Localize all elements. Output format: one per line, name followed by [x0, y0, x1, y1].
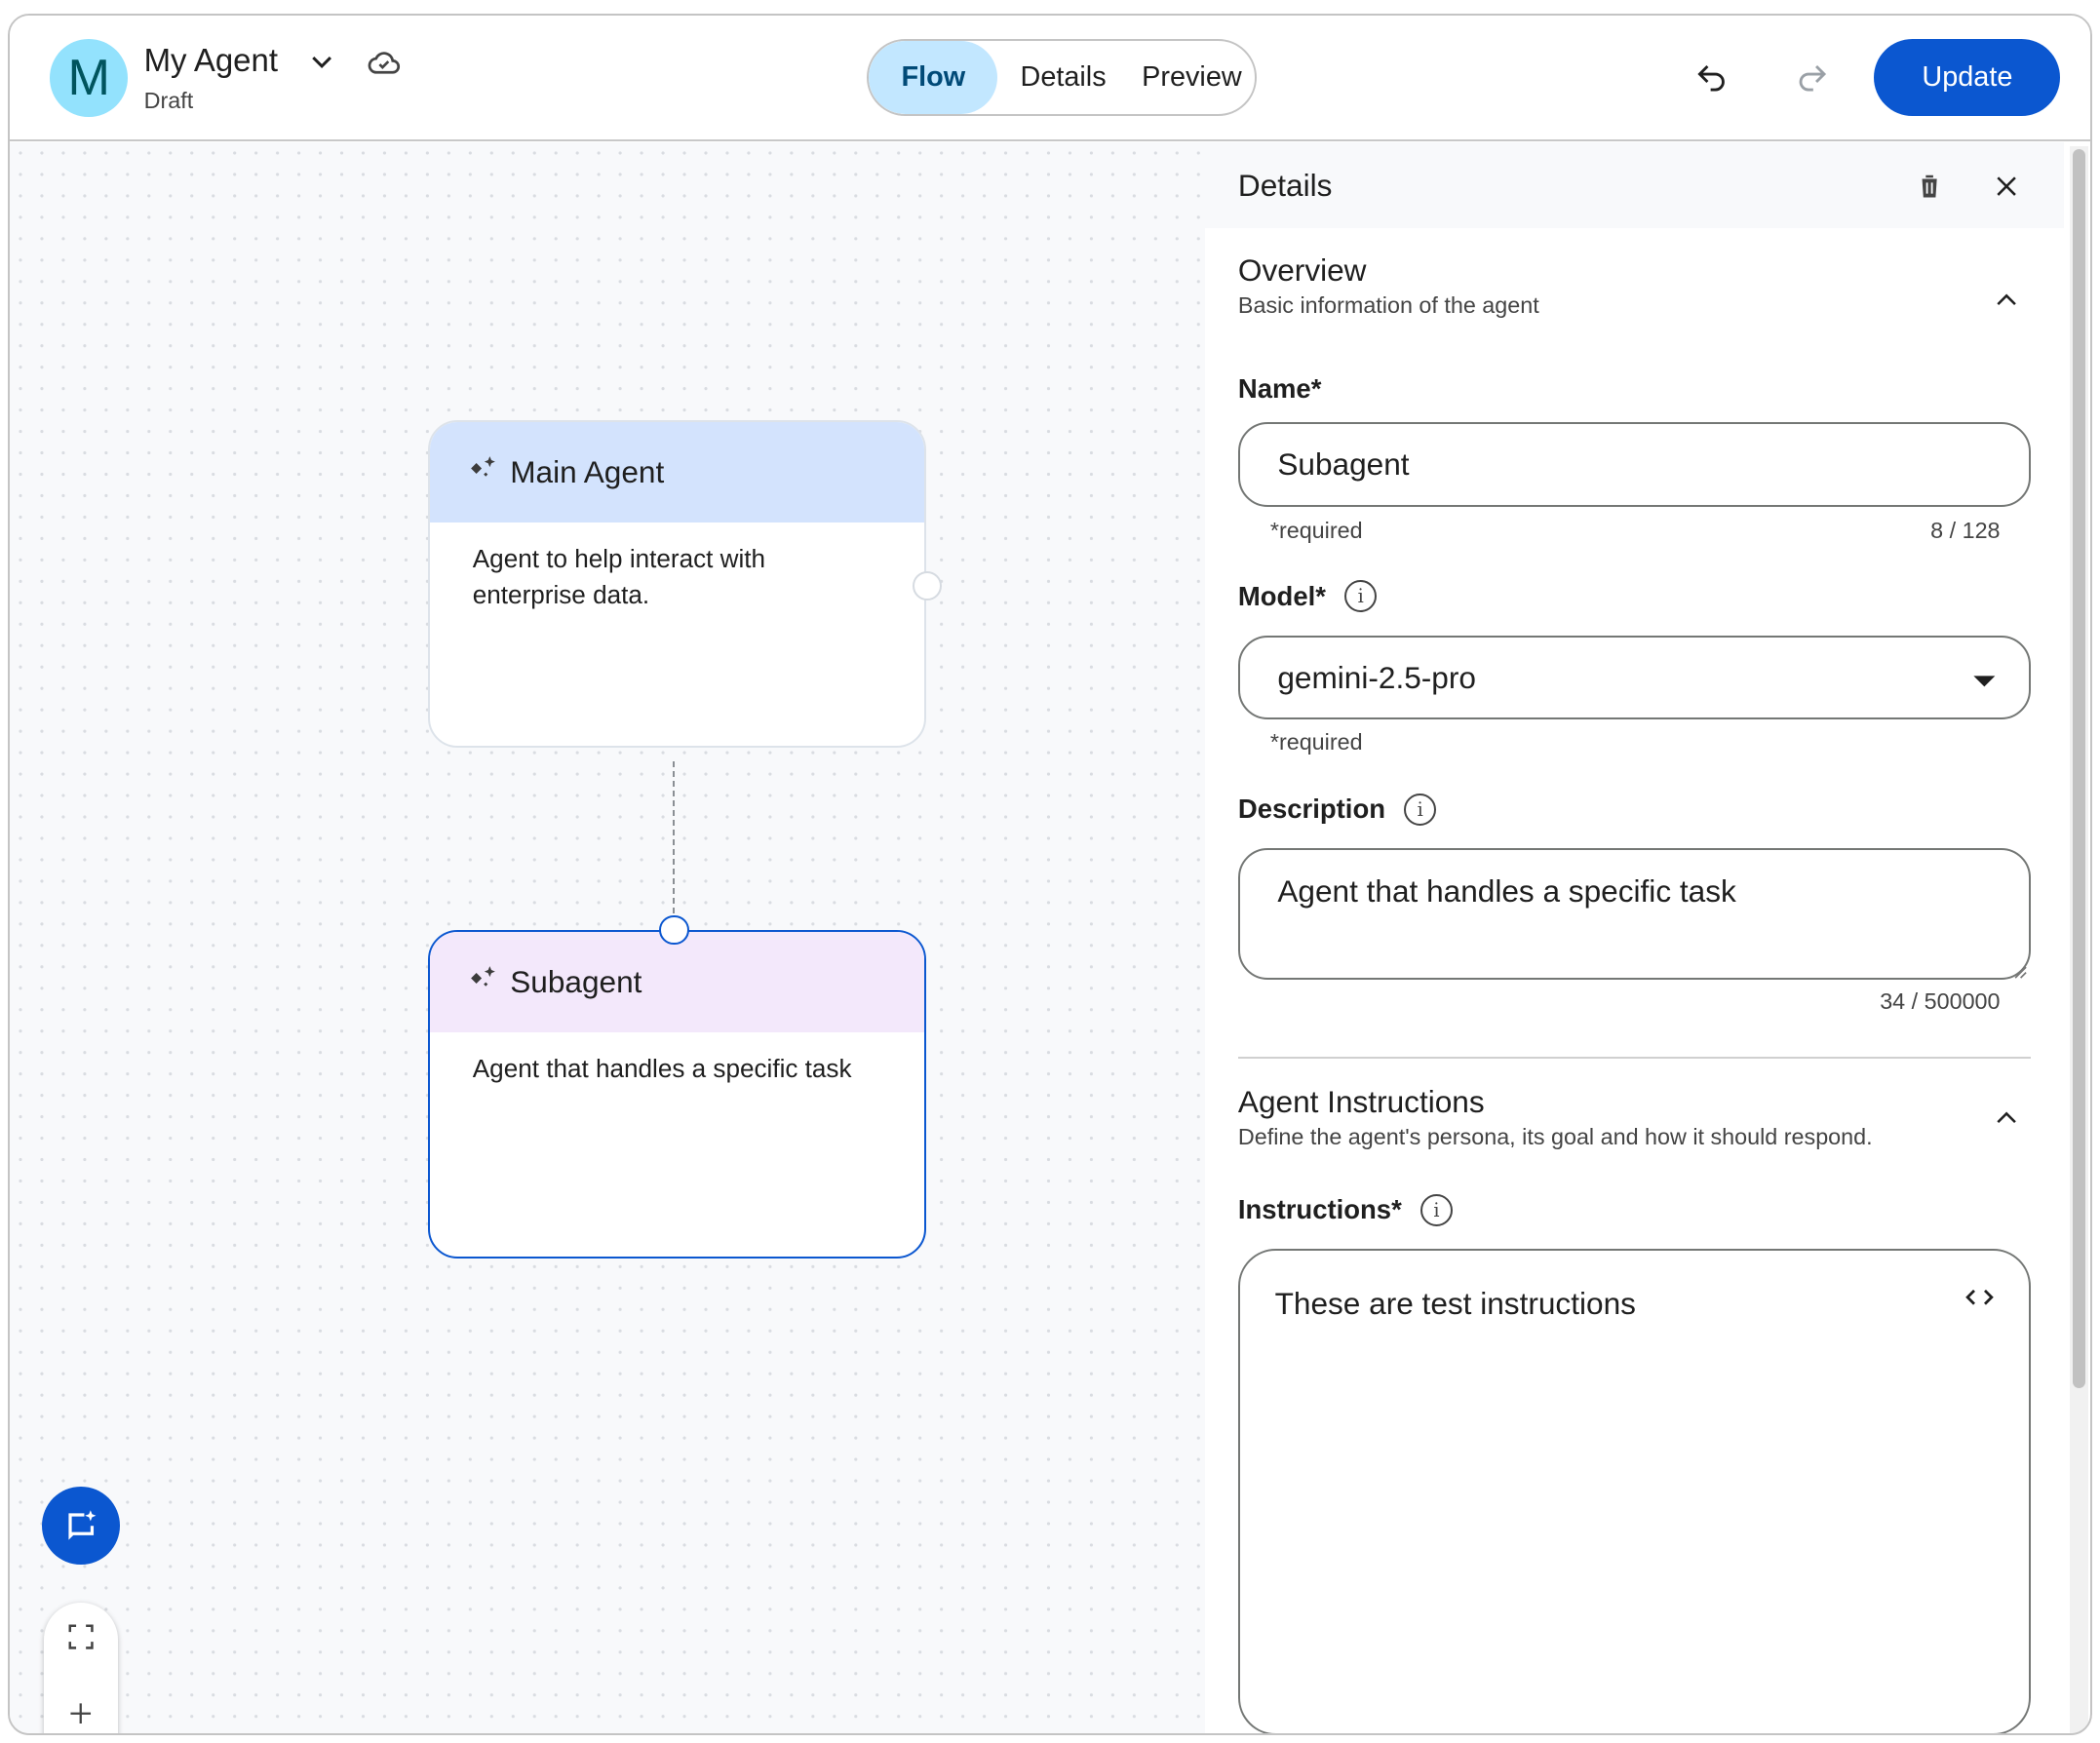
chat-sparkle-icon [68, 1510, 97, 1540]
instructions-label: Instructions* i [1237, 1193, 1453, 1226]
sparkle-icon [467, 452, 499, 492]
info-icon[interactable]: i [1404, 793, 1437, 826]
name-required-hint: *required [1269, 517, 1363, 543]
zoom-in-icon[interactable] [67, 1696, 94, 1734]
main-agent-node[interactable]: Main Agent Agent to help interact with e… [427, 419, 926, 749]
flow-canvas[interactable]: Main Agent Agent to help interact with e… [10, 142, 1205, 1734]
undo-icon[interactable] [1693, 58, 1731, 101]
resize-handle-icon[interactable] [2011, 959, 2027, 985]
close-icon[interactable] [1992, 172, 2021, 207]
top-bar: M My Agent Draft Flow Details Preview Up… [10, 15, 2090, 141]
description-label-text: Description [1237, 794, 1385, 825]
avatar-letter: M [67, 50, 111, 107]
tab-flow[interactable]: Flow [869, 41, 998, 114]
dropdown-arrow-icon [1972, 660, 1997, 696]
view-switcher: Flow Details Preview [867, 39, 1258, 116]
output-port[interactable] [913, 570, 943, 601]
description-char-count: 34 / 500000 [1880, 988, 2001, 1015]
section-divider [1237, 1057, 2032, 1061]
instructions-section-subtitle: Define the agent's persona, its goal and… [1237, 1124, 1873, 1150]
app-window: M My Agent Draft Flow Details Preview Up… [8, 13, 2092, 1736]
model-label: Model* i [1237, 580, 1378, 613]
name-label: Name* [1237, 372, 1322, 404]
subagent-node[interactable]: Subagent Agent that handles a specific t… [427, 929, 926, 1259]
connection-edge [673, 760, 677, 914]
collapse-overview-icon[interactable] [1992, 285, 2021, 320]
panel-scrollbar-thumb[interactable] [2072, 149, 2086, 1388]
model-selected-value: gemini-2.5-pro [1277, 659, 1476, 695]
zoom-controls [43, 1602, 119, 1734]
tab-details[interactable]: Details [1020, 61, 1107, 94]
panel-header: Details [1204, 142, 2065, 229]
description-label: Description i [1237, 793, 1437, 826]
node-description: Agent to help interact with enterprise d… [472, 543, 766, 609]
code-view-icon[interactable] [1964, 1284, 1996, 1316]
model-required-hint: *required [1269, 728, 1363, 755]
model-select[interactable]: gemini-2.5-pro [1237, 635, 2032, 720]
node-title: Main Agent [510, 453, 665, 489]
instructions-label-text: Instructions* [1237, 1194, 1402, 1225]
fit-view-icon[interactable] [66, 1620, 96, 1660]
input-port[interactable] [659, 914, 689, 946]
delete-icon[interactable] [1915, 172, 1944, 207]
model-label-text: Model* [1237, 580, 1326, 611]
instructions-editor[interactable]: These are test instructions [1237, 1248, 2032, 1734]
update-button[interactable]: Update [1874, 39, 2061, 116]
tab-preview[interactable]: Preview [1142, 61, 1242, 94]
info-icon[interactable]: i [1344, 580, 1378, 613]
collapse-instructions-icon[interactable] [1992, 1103, 2021, 1138]
name-input[interactable]: Subagent [1237, 422, 2032, 507]
node-description: Agent that handles a specific task [472, 1054, 852, 1084]
chevron-down-icon[interactable] [307, 48, 336, 83]
overview-title: Overview [1237, 252, 1367, 288]
avatar[interactable]: M [50, 39, 129, 118]
description-textarea[interactable]: Agent that handles a specific task [1237, 848, 2032, 980]
agent-name: My Agent [143, 42, 278, 79]
details-panel: Details Overview Basic information of th… [1204, 142, 2065, 1734]
panel-title: Details [1237, 167, 1333, 203]
info-icon[interactable]: i [1420, 1193, 1453, 1226]
sparkle-icon [467, 962, 499, 1002]
instructions-section-title: Agent Instructions [1237, 1083, 1485, 1119]
cloud-saved-icon [367, 45, 402, 86]
agent-status: Draft [143, 87, 194, 113]
redo-icon[interactable] [1793, 58, 1830, 101]
name-char-count: 8 / 128 [1930, 517, 2001, 543]
overview-subtitle: Basic information of the agent [1237, 292, 1539, 319]
node-title: Subagent [510, 963, 642, 999]
ai-chat-button[interactable] [42, 1487, 120, 1566]
